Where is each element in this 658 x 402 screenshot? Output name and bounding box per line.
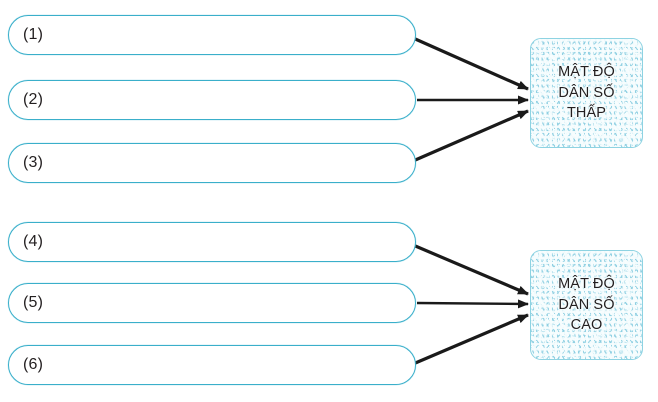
arrow-4-to-high (412, 243, 529, 296)
answer-pill-1[interactable]: (1) (8, 15, 416, 55)
pill-label-3: (3) (23, 154, 44, 171)
group-low-density: (1) (2) (3) MẬT ĐỘ DÂN SỐ THẤP (0, 0, 658, 200)
arrow-1-to-low (412, 36, 529, 91)
outcome-box-high-density: MẬT ĐỘ DÂN SỐ CAO (530, 250, 643, 360)
arrow-6-to-high (412, 313, 529, 366)
arrow-5-to-high (416, 299, 529, 309)
answer-pill-3[interactable]: (3) (8, 143, 416, 183)
pill-label-2: (2) (23, 91, 44, 108)
pill-label-1: (1) (23, 26, 44, 43)
outcome-label-low-density: MẬT ĐỘ DÂN SỐ THẤP (558, 64, 615, 122)
answer-pill-6[interactable]: (6) (8, 345, 416, 385)
pill-label-6: (6) (23, 356, 44, 373)
answer-pill-4[interactable]: (4) (8, 222, 416, 262)
group-high-density: (4) (5) (6) MẬT ĐỘ DÂN SỐ CAO (0, 207, 658, 402)
pill-label-5: (5) (23, 294, 44, 311)
answer-pill-2[interactable]: (2) (8, 80, 416, 120)
answer-pill-5[interactable]: (5) (8, 283, 416, 323)
pill-label-4: (4) (23, 233, 44, 250)
outcome-box-low-density: MẬT ĐỘ DÂN SỐ THẤP (530, 38, 643, 148)
arrow-3-to-low (412, 109, 529, 163)
outcome-label-high-density: MẬT ĐỘ DÂN SỐ CAO (558, 276, 615, 334)
